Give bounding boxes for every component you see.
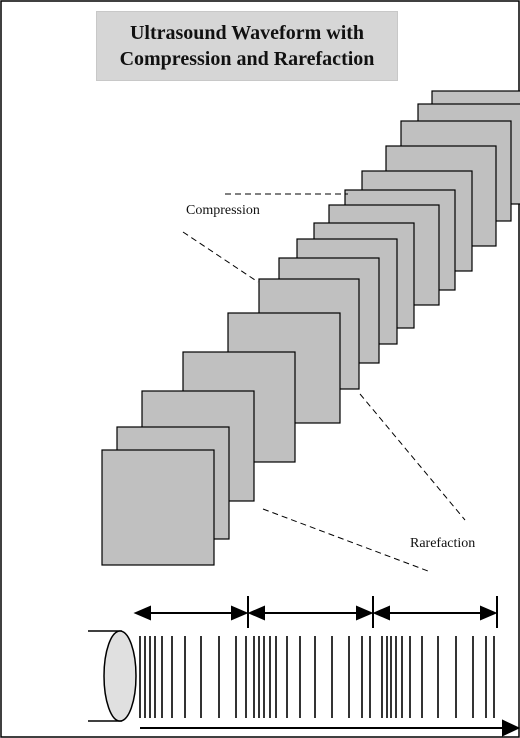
pointer-lines	[182, 193, 466, 572]
wave-plates	[101, 90, 520, 566]
pressure-lines	[139, 636, 495, 718]
arrowhead	[133, 605, 151, 621]
arrowhead	[502, 719, 520, 737]
rarefaction-label: Rarefaction	[410, 536, 476, 551]
wavelength-arrows	[133, 596, 498, 628]
arrowhead	[480, 605, 498, 621]
plate	[101, 449, 215, 566]
arrowhead	[231, 605, 249, 621]
rarefaction-pointer-diagonal	[359, 393, 466, 521]
title-line-2: Compression and Rarefaction	[119, 48, 375, 70]
compression-label: Compression	[186, 203, 260, 218]
arrowhead	[372, 605, 390, 621]
transducer-face	[103, 630, 137, 722]
title-line-1: Ultrasound Waveform with	[129, 22, 365, 44]
compression-pointer-diagonal	[182, 231, 259, 283]
rarefaction-pointer-bottom	[262, 508, 429, 572]
propagation-arrow	[140, 719, 520, 737]
transducer	[88, 630, 137, 722]
diagram-title: Ultrasound Waveform with Compression and…	[96, 11, 398, 81]
arrowhead	[247, 605, 265, 621]
arrowhead	[356, 605, 374, 621]
